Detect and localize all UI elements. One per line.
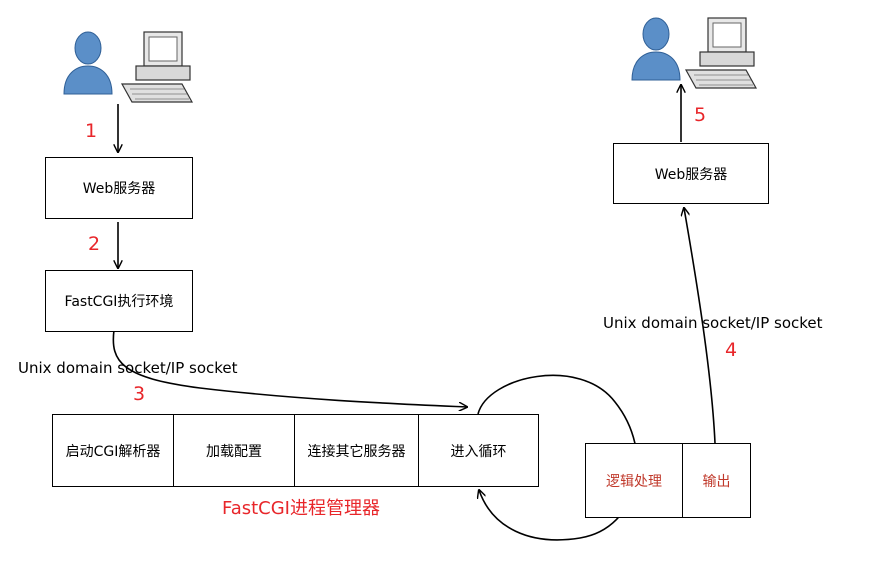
step-number-3: 3 xyxy=(133,383,146,405)
step-number-1: 1 xyxy=(85,120,98,142)
step-number-4: 4 xyxy=(725,339,738,361)
user-computer-icon xyxy=(631,17,758,89)
process-manager-caption: FastCGI进程管理器 xyxy=(222,498,380,519)
web-server-box-left: Web服务器 xyxy=(45,157,193,219)
socket-label-left: Unix domain socket/IP socket xyxy=(18,359,238,377)
process-manager-box: 启动CGI解析器 加载配置 连接其它服务器 进入循环 xyxy=(52,414,539,487)
step-number-5: 5 xyxy=(694,104,707,126)
pm-cell-load-config: 加载配置 xyxy=(173,415,294,486)
step-number-2: 2 xyxy=(88,233,101,255)
pm-cell-enter-loop: 进入循环 xyxy=(418,415,538,486)
pm-cell-start-cgi: 启动CGI解析器 xyxy=(65,443,161,460)
worker-cell-output: 输出 xyxy=(682,444,750,517)
web-server-box-right: Web服务器 xyxy=(613,143,769,204)
arrow-output-to-web-server xyxy=(684,208,716,444)
fastcgi-env-box: FastCGI执行环境 xyxy=(45,270,193,332)
arrow-fastcgi-to-process-manager xyxy=(112,329,467,407)
user-computer-icon xyxy=(63,31,194,103)
socket-label-right: Unix domain socket/IP socket xyxy=(603,314,823,332)
worker-cell-logic: 逻辑处理 xyxy=(606,473,662,490)
pm-cell-connect-servers: 连接其它服务器 xyxy=(294,415,418,486)
worker-box: 逻辑处理 输出 xyxy=(585,443,751,518)
